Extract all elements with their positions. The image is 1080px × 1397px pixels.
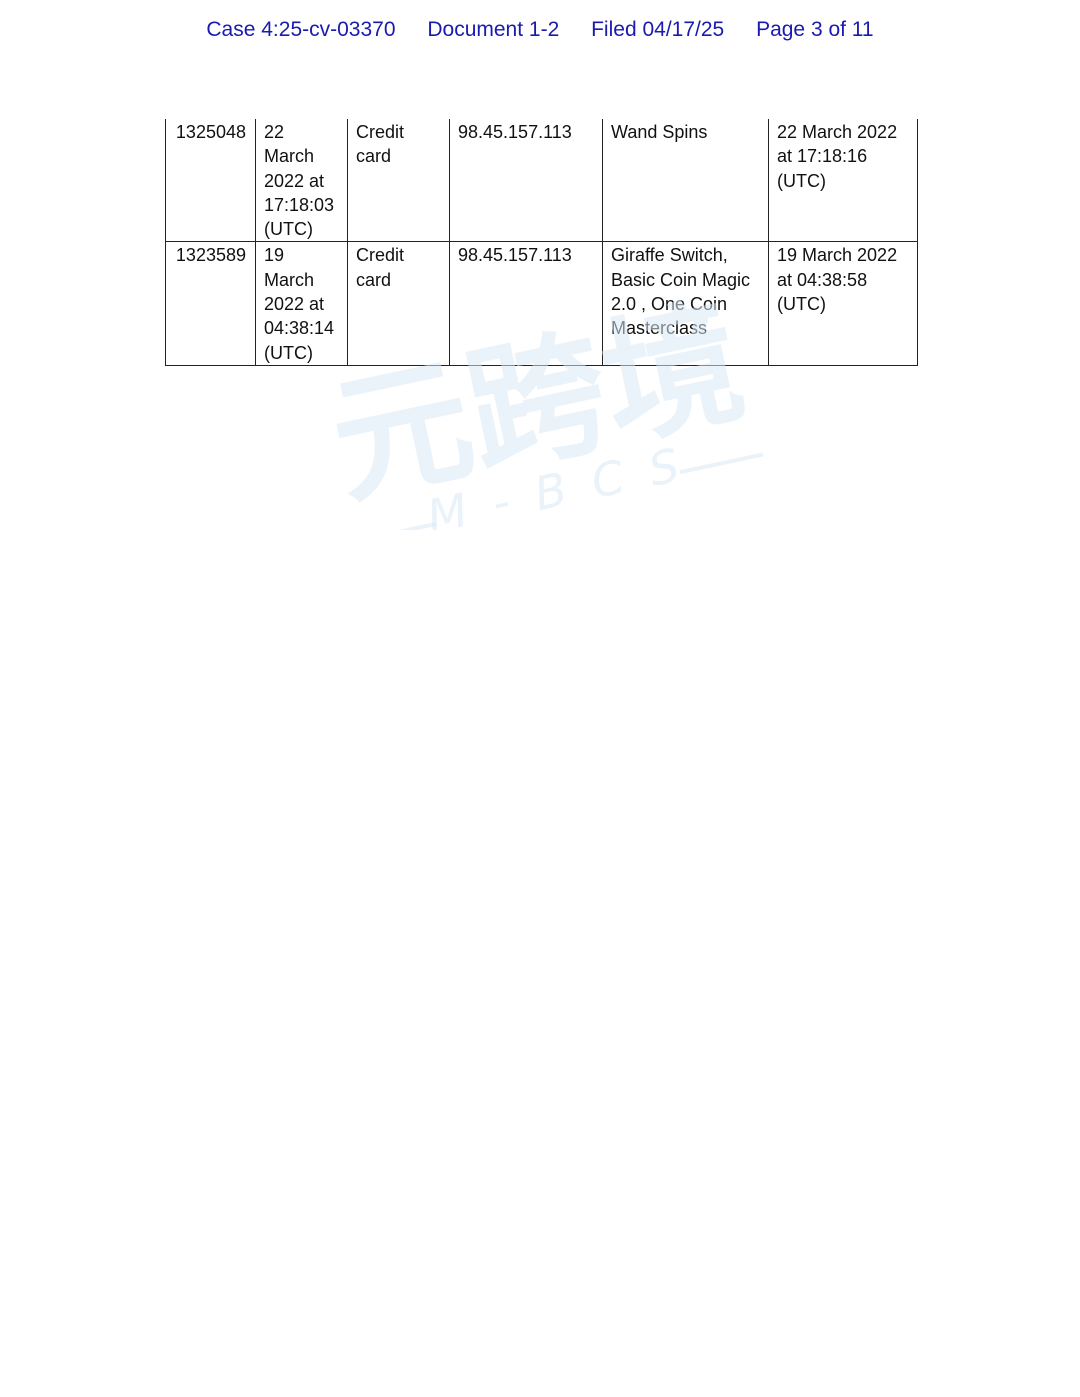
order-date-cell: 22 March 2022 at 17:18:03 (UTC) bbox=[255, 119, 348, 243]
table-row: 1325048 22 March 2022 at 17:18:03 (UTC) … bbox=[165, 119, 918, 243]
order-id-cell: 1323589 bbox=[165, 241, 256, 366]
document-number: Document 1-2 bbox=[427, 18, 560, 41]
watermark-sub-text: M - B C S bbox=[422, 437, 689, 530]
case-number: Case 4:25-cv-03370 bbox=[206, 18, 396, 41]
access-date-cell: 19 March 2022 at 04:38:58 (UTC) bbox=[768, 241, 918, 366]
order-id-cell: 1325048 bbox=[165, 119, 256, 243]
payment-method-cell: Credit card bbox=[347, 119, 450, 243]
order-date-cell: 19 March 2022 at 04:38:14 (UTC) bbox=[255, 241, 348, 366]
filed-date: Filed 04/17/25 bbox=[591, 18, 725, 41]
watermark-line-left bbox=[361, 522, 436, 530]
watermark-line-right bbox=[679, 452, 764, 475]
access-date-cell: 22 March 2022 at 17:18:16 (UTC) bbox=[768, 119, 918, 243]
transactions-table: 1325048 22 March 2022 at 17:18:03 (UTC) … bbox=[165, 119, 918, 366]
page-header: Case 4:25-cv-03370 Document 1-2 Filed 04… bbox=[0, 18, 1080, 42]
page-number: Page 3 of 11 bbox=[756, 18, 874, 41]
ip-address-cell: 98.45.157.113 bbox=[449, 119, 603, 243]
product-cell: Giraffe Switch, Basic Coin Magic 2.0 , O… bbox=[602, 241, 769, 366]
product-cell: Wand Spins bbox=[602, 119, 769, 243]
payment-method-cell: Credit card bbox=[347, 241, 450, 366]
table-row: 1323589 19 March 2022 at 04:38:14 (UTC) … bbox=[165, 241, 918, 366]
ip-address-cell: 98.45.157.113 bbox=[449, 241, 603, 366]
